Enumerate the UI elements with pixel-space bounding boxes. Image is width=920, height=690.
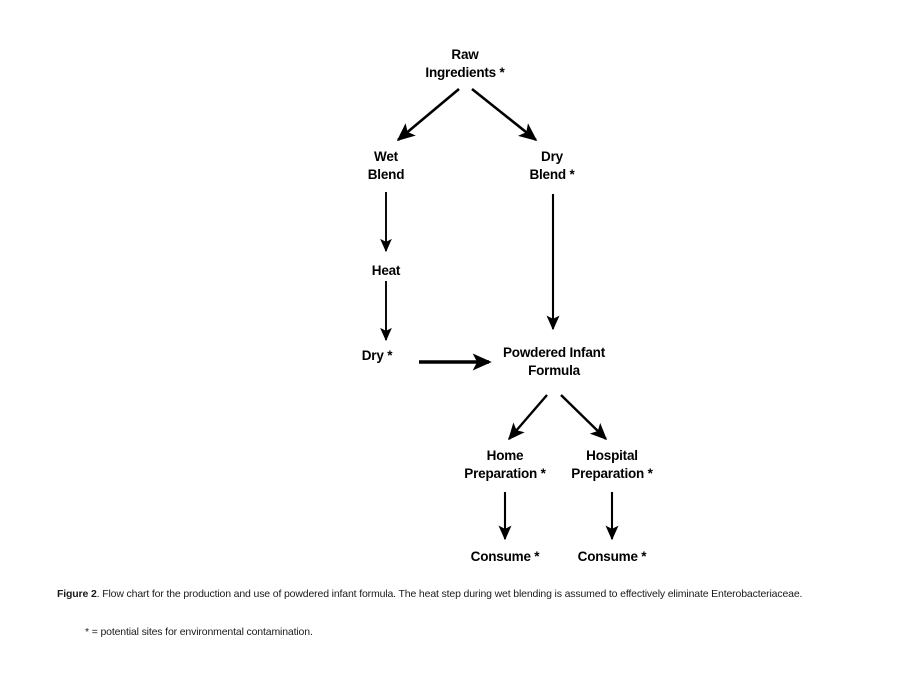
node-wet-blend: Wet Blend xyxy=(367,149,405,182)
node-consume-hospital: Consume * xyxy=(577,549,647,564)
node-powdered-formula: Powdered Infant Formula xyxy=(502,345,606,378)
arrow-layer xyxy=(380,87,619,541)
figure-footnote: * = potential sites for environmental co… xyxy=(85,626,313,638)
node-dry: Dry * xyxy=(361,348,393,363)
node-hospital-preparation: Hospital Preparation * xyxy=(571,448,653,481)
edge-formula-to-home xyxy=(508,394,548,441)
edge-raw-to-dry-blend xyxy=(471,87,538,142)
figure-number: Figure 2 xyxy=(57,588,97,600)
figure-caption: Figure 2. Flow chart for the production … xyxy=(57,587,907,601)
node-heat: Heat xyxy=(371,263,401,278)
node-consume-home: Consume * xyxy=(470,549,540,564)
edge-formula-to-hospital xyxy=(560,394,608,441)
node-dry-blend: Dry Blend * xyxy=(529,149,575,182)
node-home-preparation: Home Preparation * xyxy=(464,448,546,481)
figure-caption-text: . Flow chart for the production and use … xyxy=(96,588,803,600)
edge-raw-to-wet xyxy=(396,88,460,142)
node-raw-ingredients: Raw Ingredients * xyxy=(425,47,505,80)
flow-chart: Raw Ingredients * Wet Blend Dry Blend * … xyxy=(361,47,653,564)
